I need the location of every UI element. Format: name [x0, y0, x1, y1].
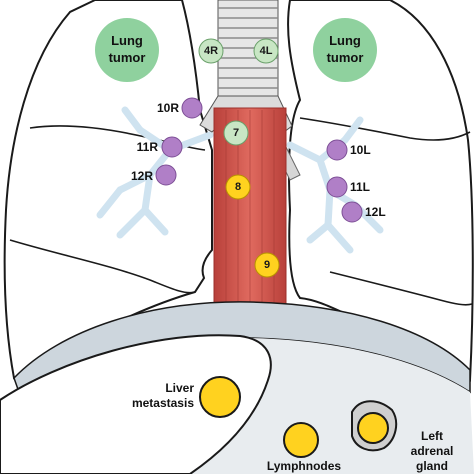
node-11L: [326, 176, 348, 198]
adrenal-metastasis-dot: [357, 412, 389, 444]
node-11R: [161, 136, 183, 158]
label-8: 8: [235, 181, 241, 193]
label-11L: 11L: [350, 180, 370, 194]
node-8: [225, 174, 251, 200]
node-12R: [155, 164, 177, 186]
label-7: 7: [233, 127, 239, 139]
label-4R: 4R: [204, 45, 218, 57]
left-tumor-label-1: Lung: [329, 33, 361, 48]
label-9: 9: [264, 259, 270, 271]
node-10L: [326, 139, 348, 161]
node-4R: [198, 38, 224, 64]
liver-metastasis-dot: [199, 376, 241, 418]
right-tumor-label-2: tumor: [109, 50, 146, 65]
right-lung-tumor: [95, 18, 159, 82]
label-4L: 4L: [260, 45, 273, 57]
node-10R: [181, 97, 203, 119]
label-10R: 10R: [157, 101, 179, 115]
node-9: [254, 252, 280, 278]
left-lower-fissure: [329, 271, 473, 306]
node-12L: [341, 201, 363, 223]
label-11R: 11R: [137, 140, 159, 154]
label-12R: 12R: [131, 169, 153, 183]
left-oblique-fissure: [299, 117, 471, 141]
node-4L: [253, 38, 279, 64]
label-12L: 12L: [365, 205, 386, 219]
label-10L: 10L: [350, 143, 371, 157]
right-oblique-fissure: [9, 239, 196, 294]
left-lung-tumor: [313, 18, 377, 82]
adrenal-label-3: gland: [416, 459, 448, 473]
node-7: [223, 120, 249, 146]
adrenal-label-1: Left: [421, 429, 443, 443]
liver: [0, 334, 272, 474]
liver-label-2: metastasis: [132, 396, 194, 410]
adrenal-label-2: adrenal: [411, 444, 454, 458]
lymphnode-metastasis-dot: [283, 422, 319, 458]
lymphnodes-label: Lymphnodes: [267, 459, 342, 473]
right-tumor-label-1: Lung: [111, 33, 143, 48]
liver-label-1: Liver: [165, 381, 194, 395]
left-tumor-label-2: tumor: [327, 50, 364, 65]
